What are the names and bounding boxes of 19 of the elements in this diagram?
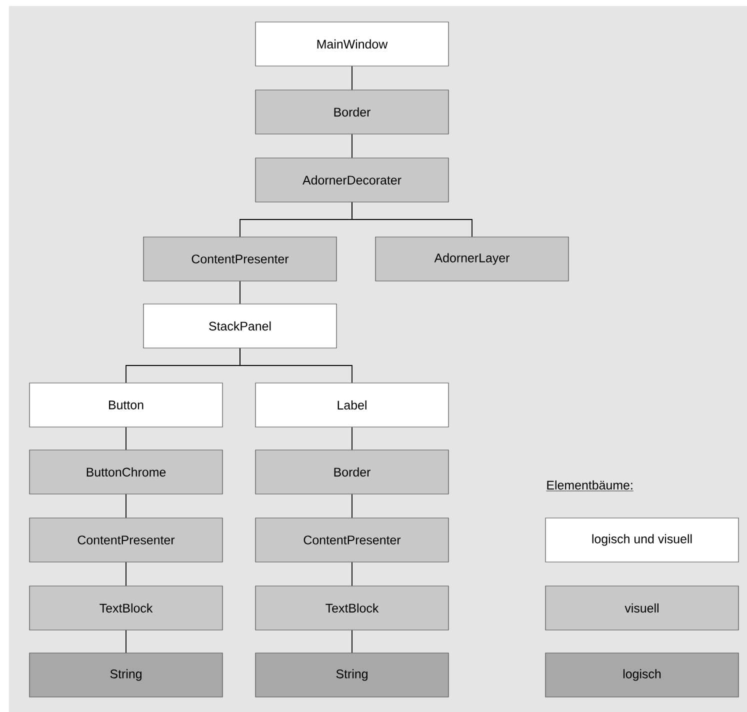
tree-box: Border <box>255 450 449 494</box>
tree-box: ContentPresenter <box>143 236 337 282</box>
tree-box: Button <box>29 382 223 428</box>
tree-box: AdornerLayer <box>375 236 569 282</box>
tree-box: ButtonChrome <box>29 450 223 494</box>
tree-box: TextBlock <box>255 586 449 630</box>
tree-box: String <box>255 652 449 698</box>
tree-box: ContentPresenter <box>29 518 223 562</box>
tree-box: ContentPresenter <box>255 518 449 562</box>
tree-box: Border <box>255 90 449 134</box>
tree-box: Label <box>255 382 449 428</box>
tree-box: StackPanel <box>143 304 337 348</box>
tree-box: AdornerDecorater <box>255 158 449 202</box>
connector <box>352 202 472 238</box>
tree-box: MainWindow <box>255 22 449 66</box>
legend-heading: Elementbäume: <box>546 480 634 492</box>
tree-box: TextBlock <box>29 586 223 630</box>
tree-box: String <box>29 652 223 698</box>
connector <box>240 348 352 384</box>
